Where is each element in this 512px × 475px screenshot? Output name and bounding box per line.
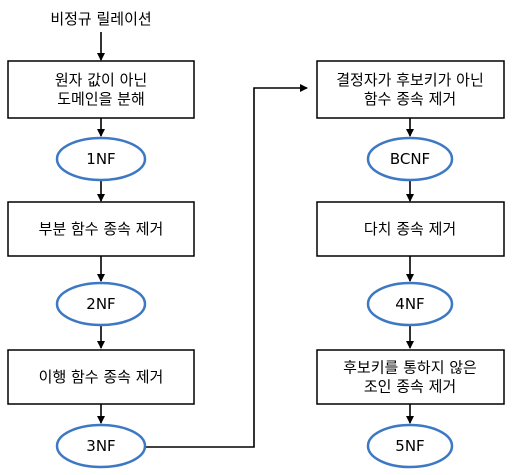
right-normal-form-5nf-ellipse	[366, 423, 454, 469]
right-process-box-frame	[316, 60, 505, 119]
right-normal-form-5nf-label-line-1: 5NF	[395, 437, 424, 455]
left-normal-form-2nf: 2NF	[55, 281, 147, 327]
left-normal-form-2nf-ellipse	[55, 281, 147, 327]
right-normal-form-5nf: 5NF	[366, 423, 454, 469]
right-normal-form-4nf-ellipse	[366, 281, 454, 327]
right-normal-form-bcnf: BCNF	[366, 136, 454, 182]
left-normal-form-2nf-label-line-1: 2NF	[86, 295, 115, 313]
start-label: 비정규 릴레이션	[50, 10, 151, 28]
left-process-box-2: 부분 함수 종속 제거	[7, 201, 195, 257]
edge-3nf-to-right	[146, 84, 308, 448]
right-process-box-3-label-line-2: 조인 종속 제거	[364, 378, 456, 396]
right-process-box-frame	[316, 201, 505, 257]
left-process-box-3: 이행 함수 종속 제거	[7, 349, 195, 405]
left-process-box-2-label-line-1: 부분 함수 종속 제거	[39, 220, 164, 238]
left-normal-form-3nf-label-line-1: 3NF	[86, 437, 115, 455]
left-process-box-frame	[7, 349, 195, 405]
right-normal-form-4nf: 4NF	[366, 281, 454, 327]
left-normal-form-1nf-ellipse	[55, 136, 147, 182]
left-process-box-3-label-line-1: 이행 함수 종속 제거	[39, 368, 164, 386]
right-process-box-2-label-line-1: 다치 종속 제거	[364, 220, 456, 238]
right-process-box-1-label-line-1: 결정자가 후보키가 아닌	[336, 71, 484, 89]
right-process-box-3-label-line-1: 후보키를 통하지 않은	[343, 359, 477, 377]
right-process-box-1-label-line-2: 함수 종속 제거	[364, 90, 456, 108]
left-process-box-frame	[7, 201, 195, 257]
right-normal-form-bcnf-label-line-1: BCNF	[390, 150, 430, 168]
right-normal-form-4nf-label-line-1: 4NF	[395, 295, 424, 313]
left-process-box-1-label-line-2: 도메인을 분해	[57, 90, 145, 108]
right-process-box-frame	[316, 349, 505, 405]
left-normal-form-3nf: 3NF	[55, 423, 147, 469]
left-normal-form-3nf-ellipse	[55, 423, 147, 469]
left-normal-form-1nf: 1NF	[55, 136, 147, 182]
right-normal-form-bcnf-ellipse	[366, 136, 454, 182]
left-process-box-1-label-line-1: 원자 값이 아닌	[55, 71, 147, 89]
left-process-box-frame	[7, 60, 195, 119]
right-process-box-2: 다치 종속 제거	[316, 201, 505, 257]
left-normal-form-1nf-label-line-1: 1NF	[86, 150, 115, 168]
